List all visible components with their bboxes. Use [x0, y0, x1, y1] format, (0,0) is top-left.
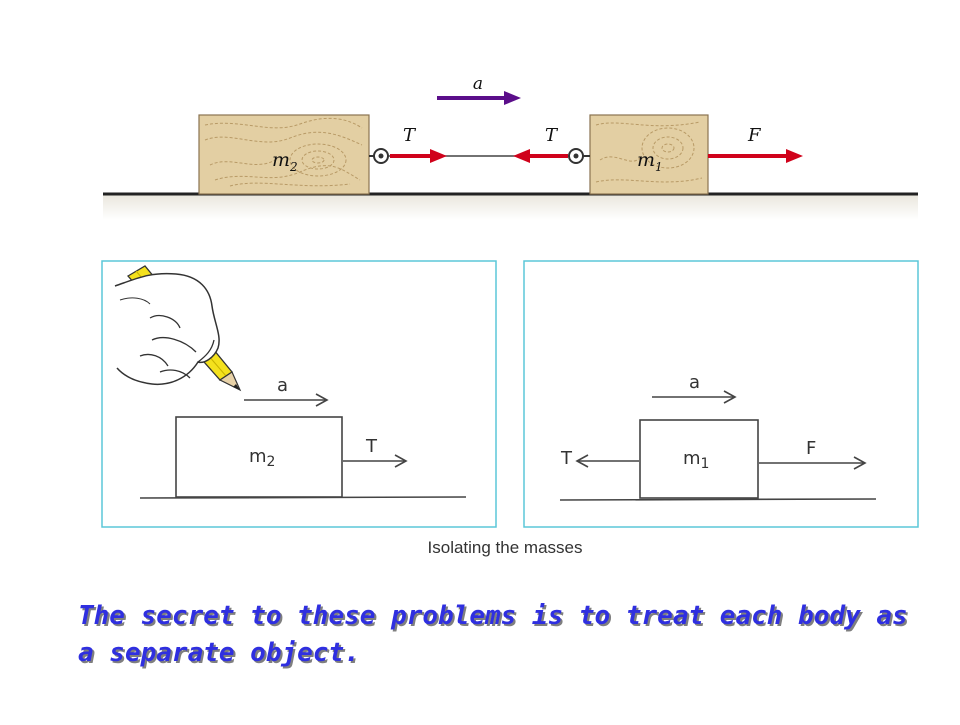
applied-force-arrow — [708, 149, 803, 163]
hand-with-pencil-illustration — [114, 265, 242, 392]
panel-m1-tension-arrow — [575, 454, 639, 468]
block-m1: m1 — [589, 114, 709, 195]
tension-arrow-left — [390, 149, 447, 163]
panel-m1-block — [639, 419, 759, 499]
hook-left — [369, 148, 389, 164]
panel-m2-tension-arrow — [343, 454, 408, 468]
acceleration-arrow — [437, 91, 521, 105]
tension-arrow-right — [513, 149, 568, 163]
panel-m2-mass-label: m2 — [249, 446, 275, 470]
panel-m1-acceleration-label: a — [689, 372, 700, 393]
panel-m1-acceleration-arrow — [652, 390, 737, 404]
panel-m2-ground — [139, 496, 467, 499]
panel-m2-tension-label: T — [365, 436, 378, 457]
slide-body-text: The secret to these problems is to treat… — [78, 601, 908, 668]
floor-surface — [103, 194, 918, 220]
wood-grain — [204, 117, 363, 187]
panel-m1-ground — [559, 498, 877, 501]
panel-m2-acceleration-arrow — [244, 393, 329, 407]
tension-label-left: T — [403, 125, 417, 146]
applied-force-label: F — [747, 125, 762, 146]
panel-m2-acceleration-label: a — [277, 375, 288, 396]
panel-m1-tension-label: T — [560, 448, 573, 469]
panel-m2: a m2 T — [101, 260, 497, 528]
acceleration-label: a — [473, 74, 483, 94]
mass-m1-label: m1 — [637, 149, 663, 174]
figure-caption: Isolating the masses — [427, 538, 583, 557]
panel-m1-force-label: F — [806, 438, 816, 459]
panel-m1-force-arrow — [759, 456, 867, 470]
panel-m1-mass-label: m1 — [683, 448, 709, 472]
hook-right — [568, 148, 590, 164]
block-m2: m2 — [198, 114, 370, 195]
tension-label-right: T — [545, 125, 559, 146]
panel-m2-block — [175, 416, 343, 498]
panel-m1: a m1 T F — [523, 260, 919, 528]
mass-m2-label: m2 — [272, 149, 298, 174]
top-diagram: a m2 — [103, 74, 918, 220]
wood-grain — [595, 121, 703, 183]
